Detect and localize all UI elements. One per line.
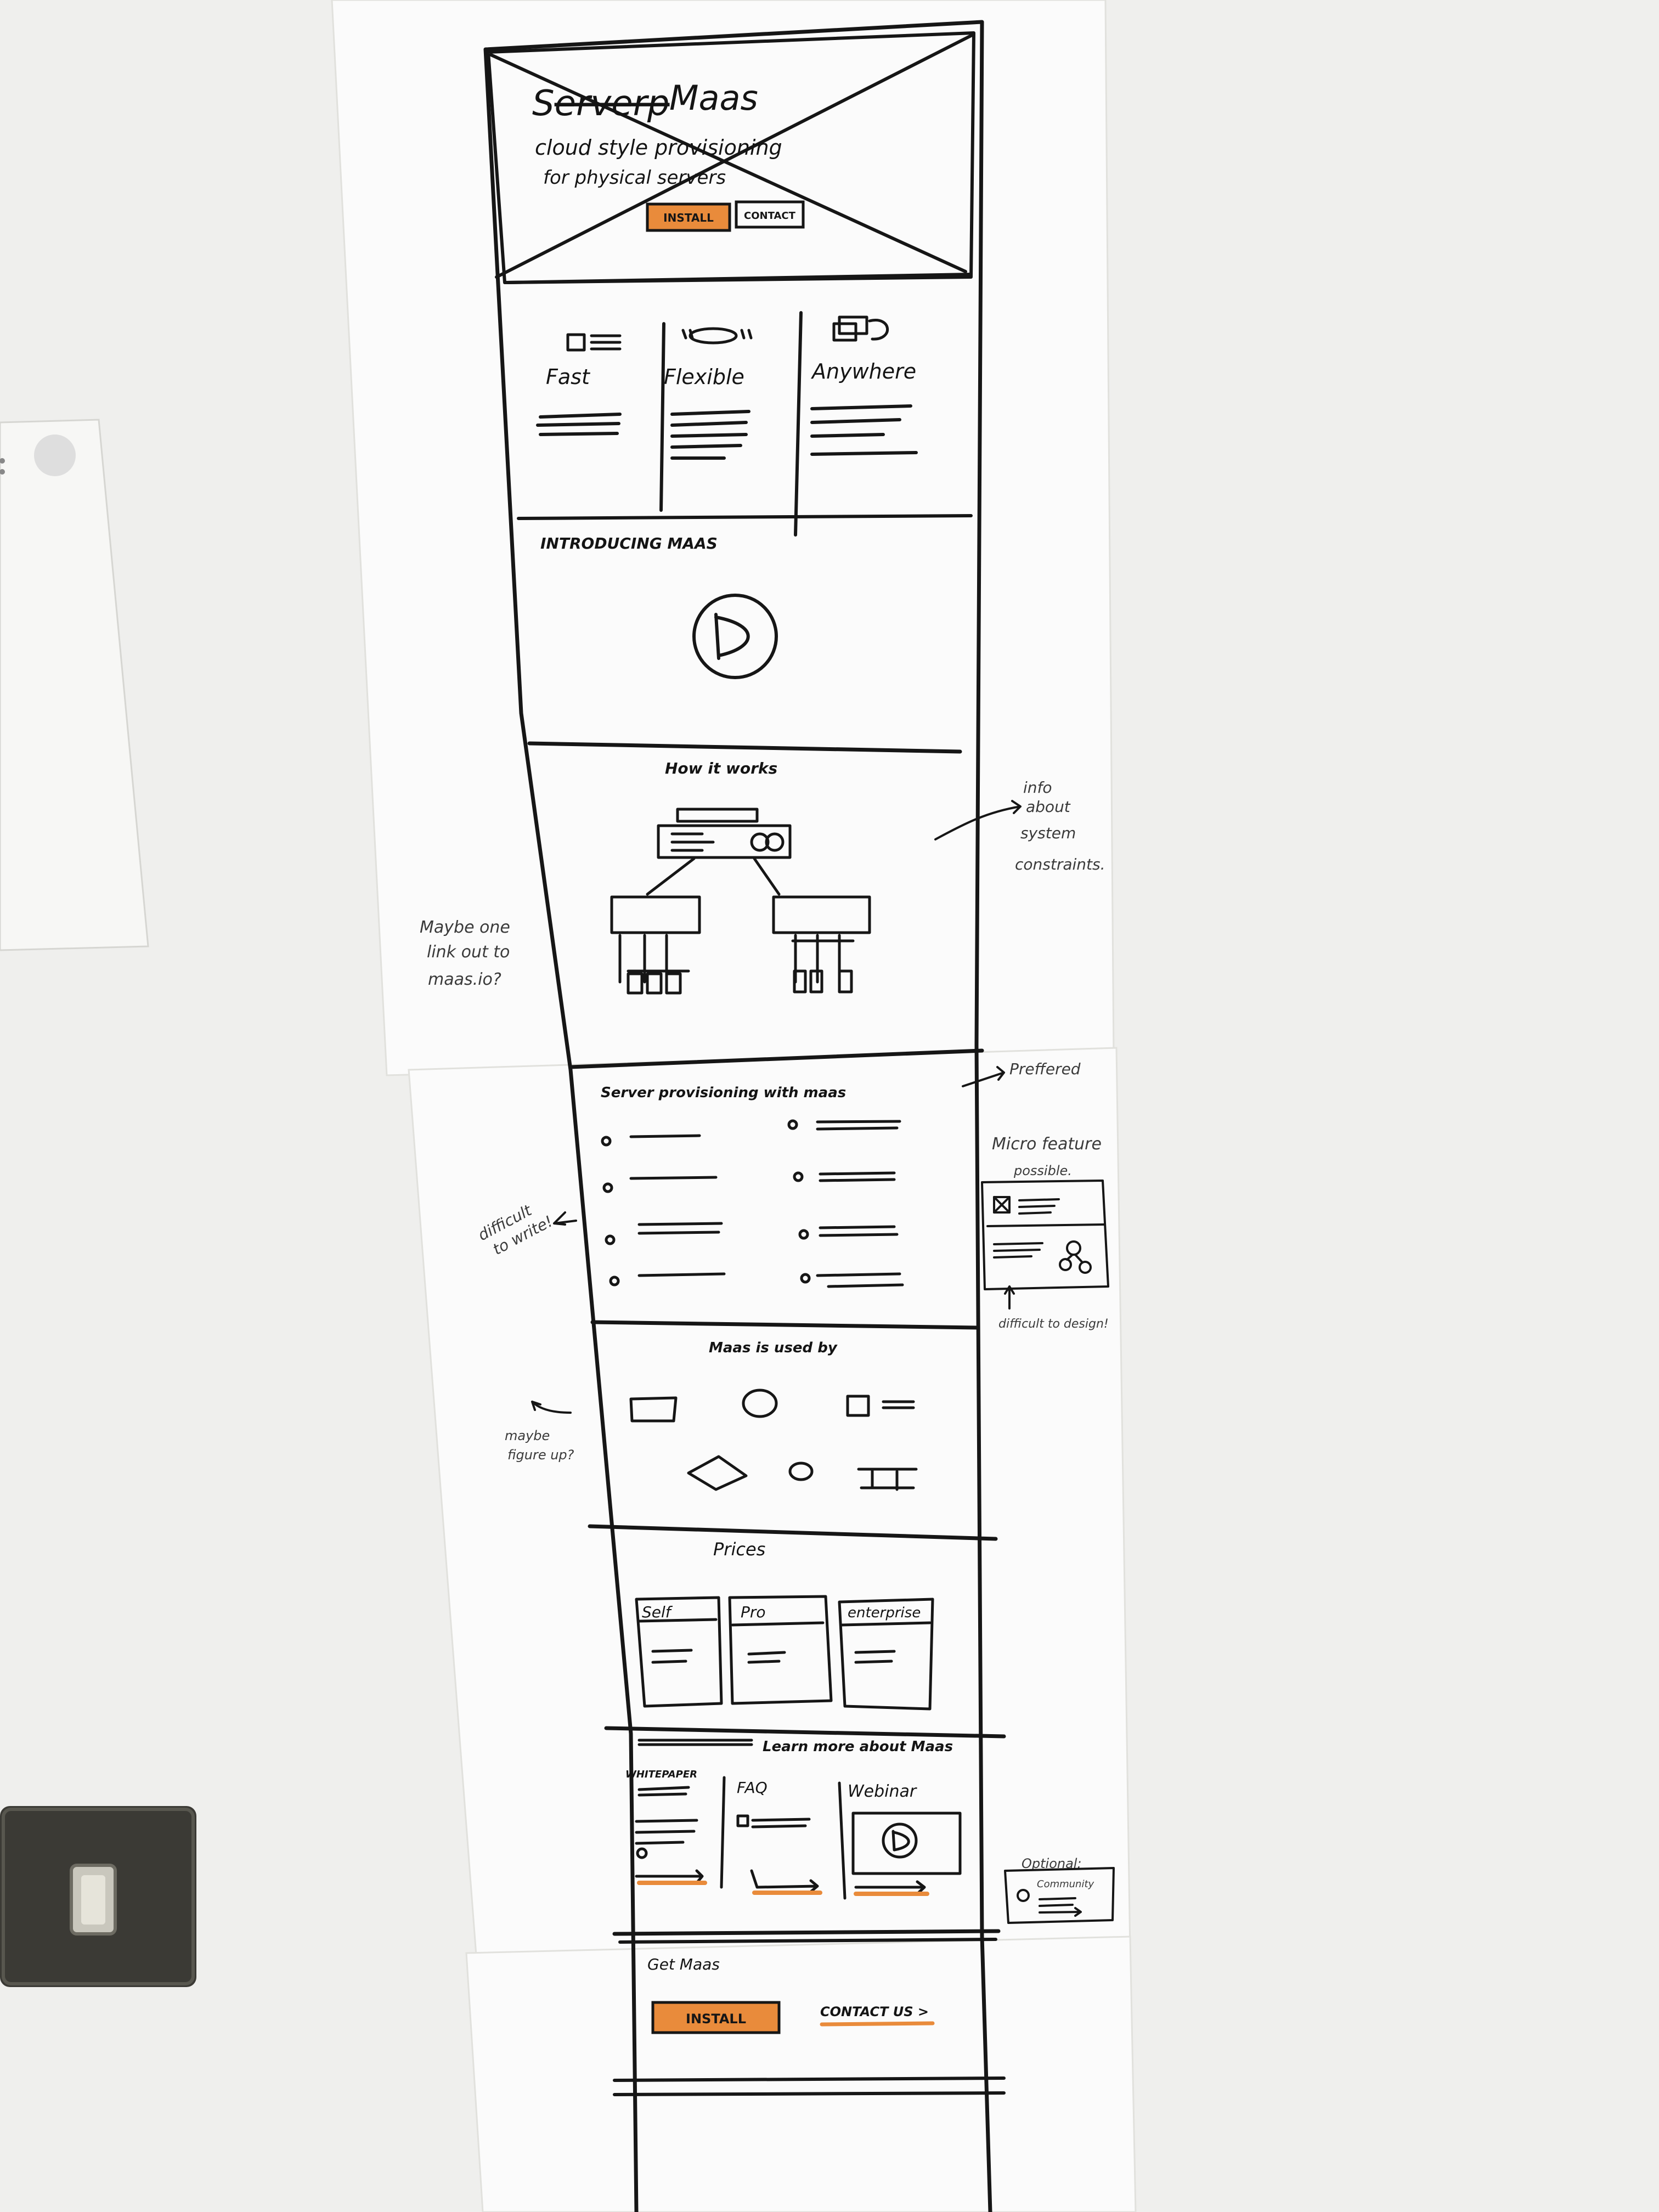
feature-flexible-icon — [681, 327, 753, 345]
note-preferred: Preffered — [1009, 1060, 1081, 1078]
note-info-4: constraints. — [1015, 855, 1105, 873]
note-difficult-design: difficult to design! — [998, 1317, 1109, 1331]
hero-title: Maas — [669, 78, 758, 118]
get-maas-title: Get Maas — [647, 1955, 720, 1973]
learn-more-title: Learn more about Maas — [763, 1739, 953, 1755]
provisioning-title: Server provisioning with maas — [601, 1085, 846, 1101]
learn-col-faq: FAQ — [737, 1779, 768, 1797]
note-micro-2: possible. — [1013, 1163, 1072, 1178]
prices-section: Prices Self Pro enterprise — [604, 1539, 1006, 1739]
page-frame — [483, 20, 992, 2212]
hero-subtitle-1: cloud style provisioning — [535, 136, 782, 160]
svg-text:INSTALL: INSTALL — [686, 2011, 746, 2027]
price-tier-enterprise: enterprise — [848, 1605, 921, 1621]
intro-section: INTRODUCING MAAS — [527, 534, 962, 754]
note-info-1: info — [1023, 778, 1052, 797]
svg-text:INSTALL: INSTALL — [663, 211, 714, 224]
note-info-3: system — [1020, 824, 1076, 842]
provisioning-bullets — [601, 1119, 904, 1288]
light-switch-icon — [0, 1806, 196, 1987]
feature-flexible-title: Flexible — [664, 365, 744, 389]
feature-fast-icon — [566, 333, 622, 352]
intro-title: INTRODUCING MAAS — [540, 534, 718, 552]
hero-install-button[interactable]: INSTALL — [646, 202, 731, 232]
note-figure-2: figure up? — [507, 1447, 574, 1463]
hero-contact-button[interactable]: CONTACT — [735, 200, 805, 229]
note-micro-1: Micro feature — [992, 1135, 1102, 1154]
how-it-works-section: How it works — [568, 759, 984, 1069]
intro-play-icon — [692, 594, 778, 679]
note-community: Community — [1037, 1878, 1094, 1890]
how-it-works-title: How it works — [665, 759, 777, 777]
note-maybe-1: Maybe one — [420, 918, 510, 937]
svg-text:CONTACT: CONTACT — [744, 210, 796, 222]
wall-paper-left — [0, 419, 149, 951]
feature-fast-title: Fast — [546, 365, 591, 389]
price-tier-pro: Pro — [741, 1603, 766, 1621]
learn-col-whitepaper: WHITEPAPER — [625, 1769, 697, 1780]
note-info-2: about — [1026, 798, 1071, 816]
price-tier-self: Self — [642, 1603, 673, 1621]
feature-anywhere-title: Anywhere — [810, 359, 916, 383]
used-by-title: Maas is used by — [709, 1340, 838, 1356]
hero-subtitle-2: for physical servers — [543, 167, 726, 189]
get-maas-install-button[interactable]: INSTALL — [651, 2001, 781, 2034]
logo-shapes-icon — [629, 1389, 918, 1491]
prices-title: Prices — [713, 1539, 765, 1560]
note-maybe-2: link out to — [427, 943, 510, 962]
optional-community-sketch — [1004, 1867, 1115, 1924]
get-maas-contact-link[interactable]: CONTACT US > — [820, 2004, 935, 2027]
features-section: Fast Flexible Anywhere — [506, 273, 973, 537]
learn-more-section: Learn more about Maas WHITEPAPER FAQ Web… — [612, 1739, 1001, 1944]
learn-col-webinar: Webinar — [848, 1782, 917, 1801]
network-tree-icon — [610, 808, 871, 995]
feature-anywhere-icon — [832, 315, 889, 342]
note-figure-1: maybe — [505, 1428, 550, 1443]
svg-text:CONTACT US >: CONTACT US > — [820, 2004, 929, 2019]
hero-section: Serverp Maas cloud style provisioning fo… — [487, 31, 975, 284]
micro-feature-sketch — [981, 1180, 1109, 1310]
svg-text:Serverp: Serverp — [532, 83, 670, 124]
provisioning-section: Server provisioning with maas — [590, 1085, 979, 1330]
used-by-section: Maas is used by — [588, 1340, 998, 1541]
note-maybe-3: maas.io? — [428, 970, 501, 989]
get-maas-section: Get Maas INSTALL CONTACT US > — [613, 1955, 1006, 2096]
